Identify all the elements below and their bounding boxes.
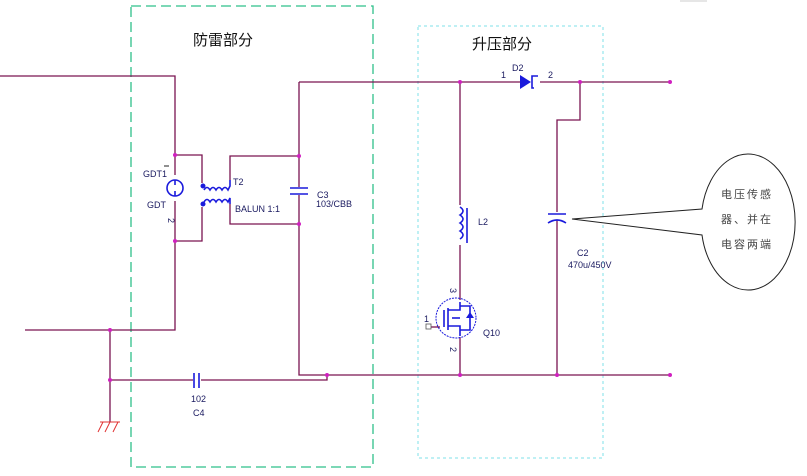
d2-pin1: 1 (501, 70, 506, 80)
transformer-t2[interactable] (200, 180, 231, 207)
q10-ref: Q10 (483, 328, 500, 338)
capacitor-c3[interactable] (290, 187, 308, 195)
diode-d2[interactable] (520, 75, 538, 89)
gdt-component[interactable] (164, 165, 184, 197)
c2-value: 470u/450V (568, 260, 612, 270)
boost-section-title: 升压部分 (472, 35, 532, 53)
ground-icon (97, 421, 120, 433)
gdt-value: GDT (147, 200, 167, 210)
capacitor-c2[interactable] (547, 213, 567, 224)
inductor-l2[interactable] (458, 206, 468, 243)
t2-value: BALUN 1:1 (235, 204, 280, 214)
l2-ref: L2 (478, 217, 488, 227)
c3-value: 103/CBB (316, 199, 352, 209)
junctions (108, 80, 672, 382)
q10-pin1: 1 (424, 314, 429, 324)
c3-ref: C3 (317, 190, 329, 200)
d2-pin2: 2 (548, 70, 553, 80)
callout-line-2: 器、并在 (721, 212, 773, 226)
capacitor-c4[interactable] (193, 373, 200, 388)
c4-ref: C4 (193, 408, 205, 418)
gdt-pin2: 2 (166, 218, 176, 223)
q10-pin2: 2 (448, 347, 458, 352)
t2-ref: T2 (233, 177, 244, 187)
wires (0, 75, 670, 422)
gdt-ref: GDT1 (143, 169, 167, 179)
surge-protection-box (130, 5, 374, 468)
callout-line-1: 电压传感 (721, 188, 773, 201)
callout-line-3: 电容两端 (721, 237, 773, 251)
mosfet-q10[interactable] (425, 297, 477, 339)
q10-pin3: 3 (448, 288, 458, 293)
c2-ref: C2 (577, 248, 589, 258)
callout-bubble (571, 153, 796, 291)
d2-ref: D2 (512, 63, 524, 73)
c4-value: 102 (191, 394, 206, 404)
boost-box (417, 25, 604, 459)
surge-section-title: 防雷部分 (193, 31, 253, 49)
